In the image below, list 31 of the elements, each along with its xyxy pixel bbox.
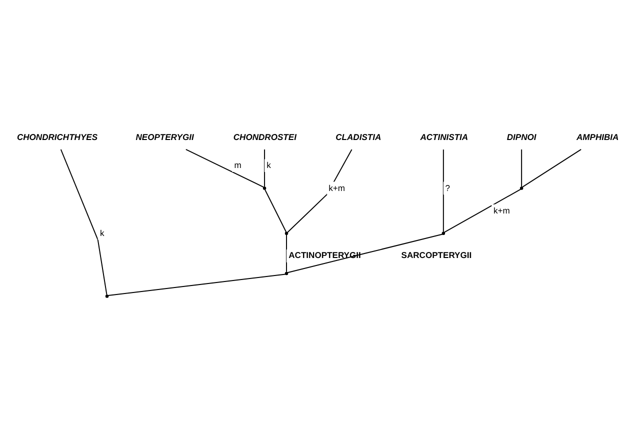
connector [287,148,352,232]
edge-label: k [266,160,271,170]
edge-label: m [234,160,242,170]
edge-label: ACTINOPTERYGII [288,249,361,260]
connector [444,188,522,232]
node-point [284,271,288,275]
edge-label: k+m [493,204,510,215]
node-point [262,186,266,190]
edge-label: k [100,227,104,238]
connector [185,148,264,188]
node-point [520,186,524,190]
edge-label: k+m [328,182,345,192]
node-text: AMPHIBIA [576,132,619,142]
connector [108,273,286,296]
node-point [442,231,446,234]
node-point [105,294,109,298]
connector [442,148,444,232]
node-text: NEOPTERYGII [136,132,194,142]
node-text: CLADISTIA [336,132,382,142]
edge-label: SARCOPTERYGII [401,249,472,260]
node-text: CHONDRICHTHYES [16,132,98,142]
node-text: DIPNOI [506,132,536,142]
node-text: ACTINISTIA [420,132,468,142]
node-text: CHONDROSTEI [233,132,296,142]
connector [264,148,266,187]
edge-label: ? [445,182,450,192]
connector [264,188,287,232]
connector [286,234,287,272]
connector [522,148,582,188]
connector [521,148,522,187]
node-point [284,231,288,234]
